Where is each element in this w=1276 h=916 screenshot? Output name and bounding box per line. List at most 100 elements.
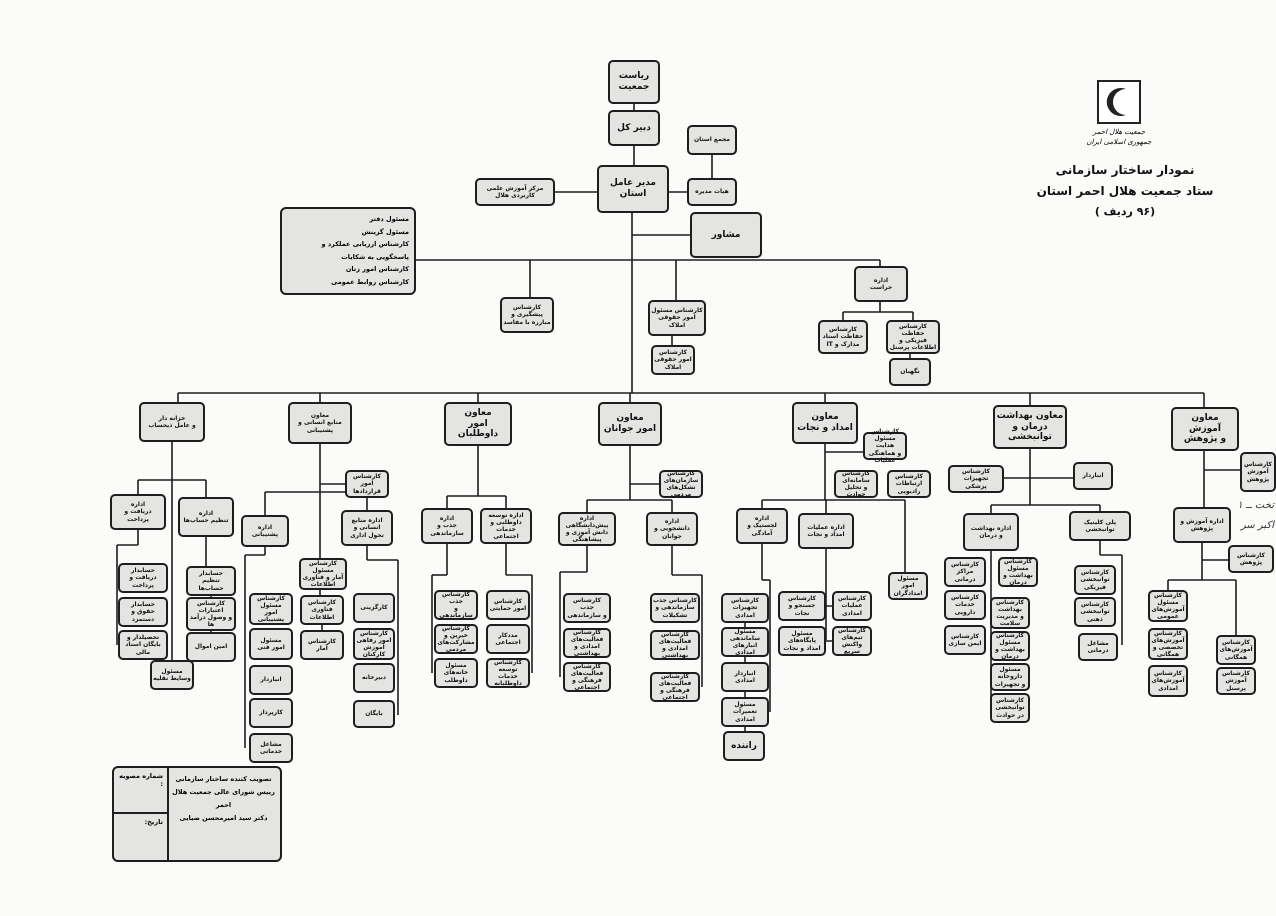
org-unit-k-etebar: کارشناس اعتبارات و وصول درآمد ها: [186, 597, 236, 631]
staff-item: کارشناس ارزیابی عملکرد و پاسخگویی به شکا…: [321, 240, 409, 261]
org-unit-heyat: هیات مدیره: [687, 178, 737, 206]
org-unit-e-tim: کارشناس تیم‌های واکنش سریع: [832, 626, 872, 656]
org-unit-k-amin: امین اموال: [186, 632, 236, 662]
org-unit-k-tahsil: تحصیلدار و بایگان اسناد مالی: [118, 630, 168, 660]
org-unit-j-k6: کارشناس فعالیت‌های فرهنگی و اجتماعی: [650, 672, 700, 702]
org-unit-b-tajhizat: کارشناس تجهیزات پزشکی: [948, 465, 1004, 493]
org-unit-vp-manabe: معاون منابع انسانی و پشتیبانی: [288, 402, 352, 444]
org-unit-moshaver: مشاور: [690, 212, 762, 258]
org-unit-j-k4: کارشناس جذب سازماندهی و تشکیلات: [650, 593, 700, 623]
org-unit-a-k5: کارشناس آموزش پرسنل: [1216, 667, 1256, 695]
org-unit-e-jostojoo: کارشناس جستجو و نجات: [778, 591, 826, 621]
chart-position-count: (۹۶ ردیف ): [1094, 205, 1156, 218]
org-unit-b-masool: کارشناس مسئول بهداشت و درمان: [998, 557, 1038, 587]
approval-line: تصویب کننده ساختار سازمانی: [175, 775, 272, 783]
org-unit-e-emdadgar: مسئول امور امدادگران: [888, 572, 928, 600]
org-unit-vp-emdad: معاون امداد و نجات: [792, 402, 858, 444]
approval-date-label: تاریخ:: [144, 818, 163, 826]
org-unit-e-amaliat: اداره عملیات امداد و نجات: [798, 513, 854, 549]
org-unit-vp-amoozesh: معاون آموزش و پژوهش: [1171, 407, 1239, 451]
approval-side: شماره مصوبه : تاریخ:: [114, 768, 169, 860]
approval-line: دکتر سید امیرمحسن ضیایی: [179, 814, 268, 822]
org-unit-e-anbardar: انباردار امدادی: [721, 662, 769, 692]
org-unit-herasat: اداره حراست: [854, 266, 908, 302]
org-unit-m-k1: کارشناس مسئول امور پشتیبانی: [249, 593, 293, 625]
org-unit-vp-khazane: خزانه دار و عامل ذیحساب: [139, 402, 205, 442]
org-unit-m-fanni: مسئول امور فنی: [249, 628, 293, 660]
org-unit-a-k1: کارشناس مسئول آموزش‌های عمومی: [1148, 590, 1188, 622]
org-unit-e-setad: کارشناس مسئول هدایت و هماهنگی عملیات: [863, 428, 907, 464]
org-unit-m-ensani: اداره منابع انسانی و تحول اداری: [341, 510, 393, 546]
org-unit-b-mashaghel: مشاغل درمانی: [1078, 633, 1118, 661]
org-unit-b-k-masool2: کارشناس مسئول بهداشت و درمان: [990, 631, 1030, 661]
org-unit-riasat: ریاست جمعیت: [608, 60, 660, 104]
org-unit-k-h3: حسابدار حقوق و دستمزد: [118, 597, 168, 627]
org-unit-b-poly: پلی کلینیک توانبخشی: [1069, 511, 1131, 541]
org-unit-negahban: نگهبان: [889, 358, 931, 386]
org-unit-e-tamir: مسئول تعمیرات امدادی: [721, 697, 769, 727]
org-unit-e-paygah: مسئول پایگاه‌های امداد و نجات: [778, 626, 826, 656]
org-unit-b-anbardar: انباردار: [1073, 462, 1113, 490]
org-unit-pishgiri: کارشناس پیشگیری و مبارزه با مفاسد: [500, 297, 554, 333]
org-unit-k-h1: حسابدار دریافت و پرداخت: [118, 563, 168, 593]
org-unit-m-fanavari: کارشناس فناوری اطلاعات: [300, 595, 344, 625]
org-unit-e-tajhizat: کارشناس تجهیزات امدادی: [721, 593, 769, 623]
org-unit-markaz: مرکز آموزش علمی کاربردی هلال: [475, 178, 555, 206]
chart-title: نمودار ساختار سازمانی: [1055, 163, 1195, 177]
org-unit-amlak1: کارشناس مسئول امور حقوقی املاک: [648, 300, 706, 336]
org-unit-a-k4: کارشناس آموزش‌های همگانی: [1216, 635, 1256, 665]
org-unit-b-behdasht: اداره بهداشت و درمان: [963, 513, 1019, 551]
org-unit-e-amaliat-k: کارشناس عملیات امدادی: [832, 591, 872, 621]
org-unit-vp-behdasht: معاون بهداشت درمان و توانبخشی: [993, 405, 1067, 449]
org-unit-m-amar2: کارشناس آمار: [300, 630, 344, 660]
org-unit-m-gharar: کارشناس امور قراردادها: [345, 470, 389, 498]
handwritten-note: تخت ــ ۱ اکبر سر: [1237, 500, 1274, 531]
logo-text: جمعیت هلال احمر جمهوری اسلامی ایران: [1086, 128, 1152, 146]
org-unit-b-marakez: کارشناس مراکز درمانی: [944, 557, 986, 587]
org-unit-d-k2: کارشناس امور حمایتی: [486, 590, 530, 620]
org-unit-m-refahi: کارشناس امور رفاهی آموزش کارکنان: [353, 628, 395, 660]
org-unit-j-pish: اداره پیش‌دانشگاهی دانش آموزی و پیشاهنگی: [558, 512, 616, 546]
approval-signature-cell: تصویب کننده ساختار سازمانی رییس شورای عا…: [167, 768, 280, 860]
org-unit-d-jazb: اداره جذب و سازماندهی: [421, 508, 473, 544]
staff-item: کارشناس امور زنان: [345, 265, 409, 273]
org-unit-d-k5: مسئول خانه‌های داوطلب: [434, 658, 478, 688]
org-unit-e-ranande: راننده: [723, 731, 765, 761]
org-unit-m-amar: کارشناس مسئول آمار و فناوری اطلاعات: [299, 558, 347, 590]
org-unit-j-k5: کارشناس فعالیت‌های امدادی و بهداشتی: [650, 630, 700, 660]
org-unit-amlak2: کارشناس امور حقوقی املاک: [651, 345, 695, 375]
org-unit-a-k2: کارشناس آموزش‌های تخصصی و همگانی: [1148, 628, 1188, 660]
org-unit-e-sazmandehi: مسئول ساماندهی انبارهای امدادی: [721, 627, 769, 657]
org-unit-d-k1: کارشناس جذب و سازماندهی: [434, 590, 478, 620]
staff-item: مسئول گزینش: [361, 227, 409, 236]
org-unit-a-k-top: کارشناس آموزش پژوهش: [1240, 452, 1276, 492]
org-unit-j-k3: کارشناس فعالیت‌های فرهنگی و اجتماعی: [563, 662, 611, 692]
org-unit-j-daneshjoo: اداره دانشجویی و جوانان: [646, 512, 698, 546]
staff-item: مسئول دفتر: [369, 215, 409, 223]
org-unit-b-tavan2: کارشناس توانبخشی ذهنی: [1074, 597, 1116, 627]
org-unit-m-baygan: بایگان: [353, 700, 395, 728]
org-unit-modir: مدیر عامل استان: [597, 165, 669, 213]
org-unit-k-tanzim: اداره تنظیم حساب‌ها: [178, 497, 234, 537]
org-unit-e-radio: کارشناس ارتباطات رادیویی: [887, 470, 931, 498]
org-unit-vp-davtalab: معاون امور داوطلبان: [444, 402, 512, 446]
org-unit-e-samane: کارشناس سامانه‌ای و تحلیل حوادث: [834, 470, 878, 498]
org-unit-a-edare: اداره آموزش و پژوهش: [1173, 507, 1231, 543]
org-unit-m-poshtibani: اداره پشتیبانی: [241, 515, 289, 547]
org-unit-m-dabir: دبیرخانه: [353, 663, 395, 693]
org-unit-e-lojestik: اداره لجستیک و آمادگی: [736, 508, 788, 544]
org-unit-j-k1: کارشناس جذب و سازماندهی: [563, 593, 611, 623]
approval-line: رییس شورای عالی جمعیت هلال احمر: [172, 788, 275, 809]
org-unit-a-k3: کارشناس آموزش‌های امدادی: [1148, 665, 1188, 697]
approval-number-label: شماره مصوبه :: [114, 768, 167, 814]
org-unit-vp-javanan: معاون امور جوانان: [598, 402, 662, 446]
org-unit-k-h2: حسابدار تنظیم حساب‌ها: [186, 566, 236, 596]
org-unit-d-k6: کارشناس توسعه خدمات داوطلبانه: [486, 658, 530, 688]
org-unit-d-k3: کارشناس خیرین و مشارکت‌های مردمی: [434, 624, 478, 654]
org-unit-j-sazman: کارشناس سازمان‌های تشکل‌های مردمی: [659, 470, 703, 498]
org-unit-b-tavan-havadeth: کارشناس توانبخشی در حوادث: [990, 693, 1030, 723]
org-unit-k-vasayel: مسئول وسایط نقلیه: [150, 660, 194, 690]
org-unit-d-tosee: اداره توسعه داوطلبی و خدمات اجتماعی: [480, 508, 532, 544]
org-unit-dabirkol: دبیر کل: [608, 110, 660, 146]
